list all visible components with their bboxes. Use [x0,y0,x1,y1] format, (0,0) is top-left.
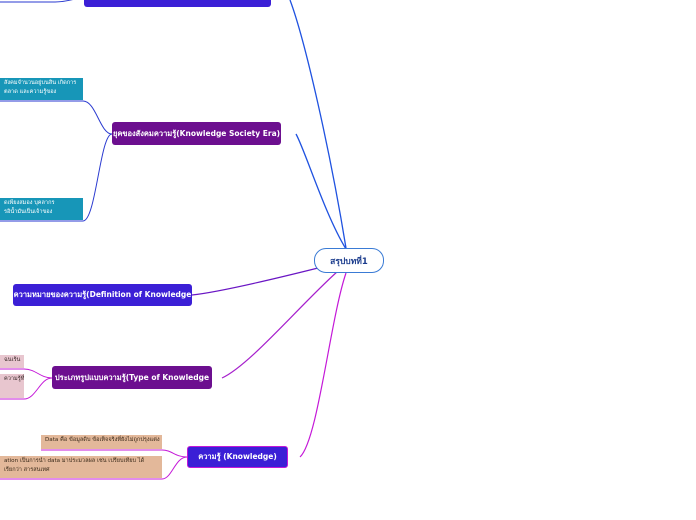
link-knowledge-leaf2 [161,456,188,480]
types-subtopic-1[interactable]: ฉนเร้น [0,355,24,368]
era-subtopic-1[interactable]: สังคมจำนวนอยู่บนสิน เกิดการ ตลาด และความ… [0,78,83,100]
era-subtopic-1-line2: ตลาด และความรู้ของ [4,89,57,95]
branch-definition-label: ความหมายของความรู้(Definition of Knowled… [13,290,192,299]
knowledge-subtopic-information-line1: ation เป็นการนำ data มาประมวลผล เช่น เปร… [4,458,145,464]
link-root-knowledge [299,272,347,458]
link-knowledge-leaf1 [161,449,188,458]
types-subtopic-2[interactable]: ความรู้ที่ [0,374,24,398]
link-root-types [221,270,339,379]
link-root-era [295,133,347,250]
era-subtopic-2-line2: รอิน้ำมันเป็นเจ้าของ [4,209,53,215]
link-era-leaf1 [82,100,113,135]
era-subtopic-2[interactable]: ดเพียงสมอง บุคลากร รอิน้ำมันเป็นเจ้าของ [0,198,83,220]
branch-types-label: ประเภทรูปแบบความรู้(Type of Knowledge [54,372,210,382]
types-subtopic-2-line1: ความรู้ที่ [4,376,24,382]
knowledge-subtopic-information-line2: เรียกว่า สารสนเทศ [4,467,50,473]
era-subtopic-1-line1: สังคมจำนวนอยู่บนสิน เกิดการ [4,80,77,86]
link-era-leaf2 [82,133,113,222]
top-branch-node[interactable] [84,0,271,7]
link-top-leaf [54,0,74,3]
central-topic[interactable]: สรุปบทที่1 [314,248,384,273]
branch-knowledge-society-era[interactable]: ยุคของสังคมความรู้(Knowledge Society Era… [112,122,281,145]
branch-knowledge-label: ความรู้ (Knowledge) [198,452,277,461]
branch-knowledge[interactable]: ความรู้ (Knowledge) [187,446,288,468]
link-root-definition [191,267,319,296]
branch-definition-of-knowledge[interactable]: ความหมายของความรู้(Definition of Knowled… [13,284,192,306]
knowledge-subtopic-data[interactable]: Data คือ ข้อมูลดิบ ข้อเท็จจริงที่ยังไม่ถ… [41,435,162,449]
types-subtopic-1-line1: ฉนเร้น [4,357,21,363]
branch-era-label: ยุคของสังคมความรู้(Knowledge Society Era… [112,128,281,138]
era-subtopic-2-line1: ดเพียงสมอง บุคลากร [4,200,55,206]
knowledge-subtopic-information[interactable]: ation เป็นการนำ data มาประมวลผล เช่น เปร… [0,456,162,478]
branch-type-of-knowledge[interactable]: ประเภทรูปแบบความรู้(Type of Knowledge [52,366,212,389]
knowledge-subtopic-data-line1: Data คือ ข้อมูลดิบ ข้อเท็จจริงที่ยังไม่ถ… [45,437,160,443]
central-topic-label: สรุปบทที่1 [330,256,368,267]
link-types-leaf1 [23,368,53,379]
link-types-leaf2 [23,377,53,400]
link-root-top [289,0,347,249]
